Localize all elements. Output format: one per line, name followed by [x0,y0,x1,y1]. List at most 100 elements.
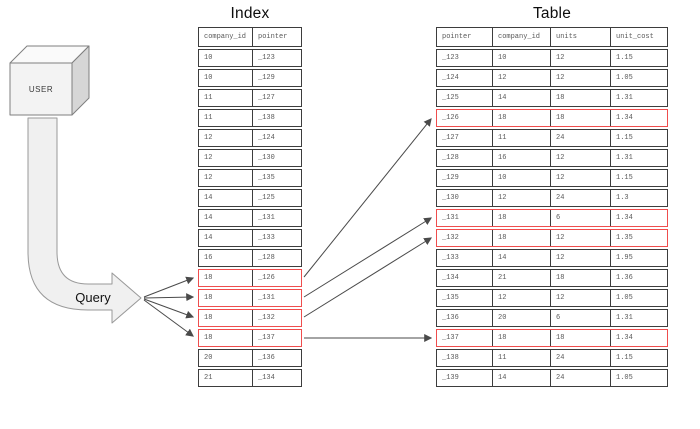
highlighted-table-row: 18_126 [198,269,302,287]
table-cell: 18 [204,334,213,342]
table-row: 14_133 [198,229,302,247]
table-cell: 10 [204,74,213,82]
header-cell: company_id [204,33,247,41]
table-cell: 18 [492,110,550,126]
table-row: 12_124 [198,129,302,147]
table-title: Table [532,5,572,22]
index-title: Index [230,5,270,22]
table-cell: 21 [492,270,550,286]
pointer-link-arrow-126 [303,118,432,278]
table-cell: 24 [550,130,610,146]
table-cell: 12 [492,190,550,206]
table-cell: 18 [204,314,213,322]
table-cell: _130 [252,150,301,166]
table-cell: _133 [252,230,301,246]
table-cell: 10 [492,50,550,66]
table-cell: 1.05 [610,290,667,306]
table-cell: _134 [442,274,459,282]
table-cell: 18 [492,210,550,226]
table-row: 11 _127 [198,89,302,107]
table-cell: 1.15 [610,50,667,66]
query-fan-arrow-131 [143,293,195,302]
table-cell: _136 [442,314,459,322]
table-cell: 1.15 [610,350,667,366]
highlighted-table-row: 18_132 [198,309,302,327]
table-cell: _124 [442,74,459,82]
query-fan-arrow-132 [143,298,195,319]
table-cell: 1.31 [610,310,667,326]
table-cell: 12 [492,70,550,86]
table-cell: 20 [492,310,550,326]
table-cell: _127 [252,90,301,106]
table-cell: _131 [252,210,301,226]
table-cell: 1.31 [610,150,667,166]
header-cell: pointer [442,33,472,41]
table-cell: 18 [550,330,610,346]
table-cell: _132 [442,234,459,242]
table-cell: _131 [252,290,301,306]
table-cell: 10 [204,54,213,62]
highlighted-table-row: 18 _131 [198,289,302,307]
table-cell: 12 [204,134,213,142]
table-row: 10_129 [198,69,302,87]
table-row: 12_130 [198,149,302,167]
table-cell: 12 [550,170,610,186]
query-fan-arrow-126 [143,276,195,298]
table-cell: 6 [550,210,610,226]
table-cell: 18 [492,230,550,246]
table-cell: 14 [492,250,550,266]
table-row: 20_136 [198,349,302,367]
table-cell: 11 [204,94,213,102]
table-row: 12_135 [198,169,302,187]
table-cell: _133 [442,254,459,262]
table-cell: 21 [204,374,213,382]
table-cell: _135 [442,294,459,302]
query-fan-arrow-137 [143,299,194,337]
table-cell: 20 [204,354,213,362]
table-cell: 11 [492,350,550,366]
table-cell: 16 [492,150,550,166]
table-cell: 1.31 [610,90,667,106]
table-cell: 10 [492,170,550,186]
table-cell: _126 [442,114,459,122]
header-cell: company_id [492,28,550,46]
table-cell: _123 [252,50,301,66]
index-table: company_id pointer 10 _123 10_129 11 _127 11 _13… [198,27,302,387]
table-cell: 14 [492,90,550,106]
table-cell: 1.34 [610,210,667,226]
table-cell: 12 [550,50,610,66]
table-cell: 18 [492,330,550,346]
table-cell: 1.36 [610,270,667,286]
table-cell: _139 [442,374,459,382]
highlighted-table-row: 18_137 [198,329,302,347]
table-cell: 1.15 [610,130,667,146]
table-cell: _127 [442,134,459,142]
header-cell: pointer [252,28,301,46]
table-cell: 1.34 [610,330,667,346]
table-cell: _125 [442,94,459,102]
table-cell: 18 [550,90,610,106]
table-cell: 24 [550,190,610,206]
table-cell: _128 [442,154,459,162]
pointer-link-arrow-132 [303,237,433,318]
table-cell: 11 [492,130,550,146]
header-cell: unit_cost [610,28,667,46]
table-cell: 24 [550,350,610,366]
table-cell: 16 [204,254,213,262]
table-cell: _129 [442,174,459,182]
table-cell: 18 [204,294,213,302]
table-cell: 11 [204,114,213,122]
table-cell: 12 [550,150,610,166]
table-cell: 6 [550,310,610,326]
table-cell: _138 [252,110,301,126]
